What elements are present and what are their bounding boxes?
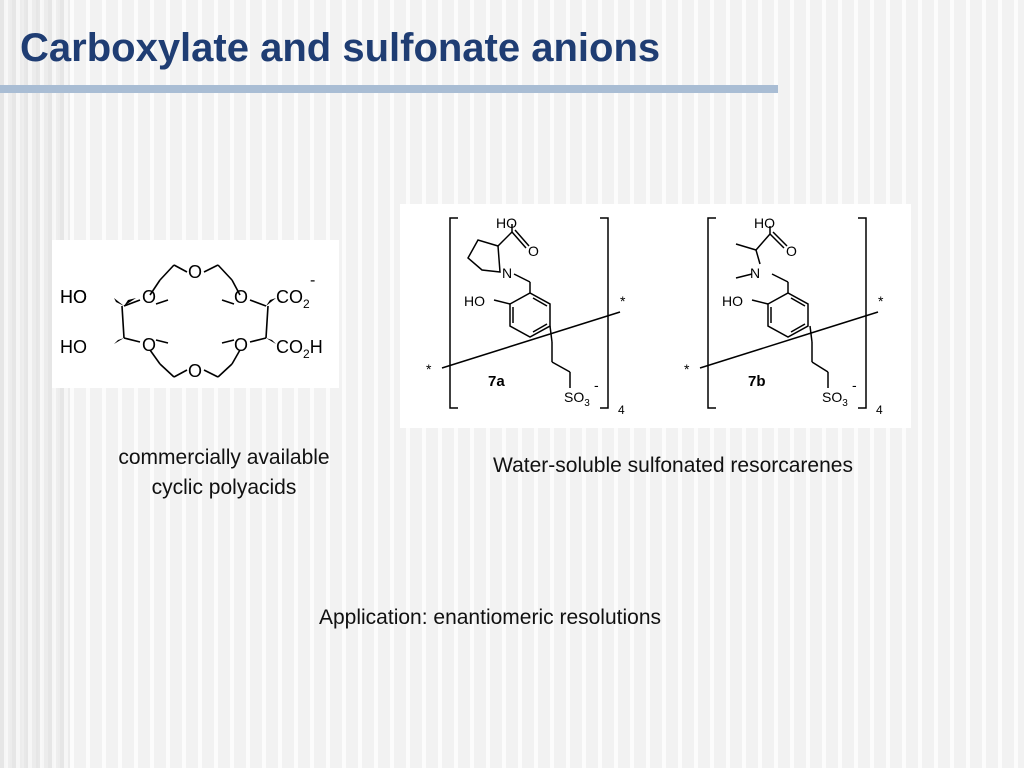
7a-n: N: [502, 265, 512, 281]
crown-left-top-group: HO: [60, 287, 87, 307]
7a-ho-acid: HO: [496, 215, 517, 231]
crown-right-top-minus: -: [310, 272, 315, 289]
crown-right-top-co2: CO2: [276, 287, 310, 311]
7b-star-right: *: [878, 293, 884, 309]
crown-ether-drawing: O O O O O O HOC HO HO CO2 - CO2H: [60, 262, 323, 381]
crown-o-ur: O: [234, 287, 248, 307]
crown-o-ul: O: [142, 287, 156, 307]
7b-o-carbonyl: O: [786, 243, 797, 259]
7b-ho-phenol: HO: [722, 293, 743, 309]
crown-o-top: O: [188, 262, 202, 282]
7b-n: N: [750, 265, 760, 281]
7a-minus: -: [594, 377, 599, 393]
crown-ether-structure: O O O O O O HOC HO HO CO2 - CO2H: [52, 240, 339, 388]
7a-so3: SO3: [564, 389, 590, 409]
7a-ho-phenol: HO: [464, 293, 485, 309]
caption-left-line1: commercially available: [118, 446, 330, 469]
7b-so3: SO3: [822, 389, 848, 409]
7b-minus: -: [852, 377, 857, 393]
caption-left: commercially available cyclic polyacids: [74, 443, 374, 503]
7a-star-right: *: [620, 293, 626, 309]
caption-left-line2: cyclic polyacids: [151, 476, 297, 499]
crown-o-ll: O: [142, 335, 156, 355]
7b-label: 7b: [748, 373, 766, 390]
resorcarene-structures: HO O N HO SO3 - * * 7a 4: [400, 204, 911, 428]
7a-star-left: *: [426, 361, 432, 377]
crown-o-bottom: O: [188, 361, 202, 381]
slide-title: Carboxylate and sulfonate anions: [20, 26, 661, 70]
crown-right-bottom-co2h: CO2H: [276, 337, 323, 361]
7b-star-left: *: [684, 361, 690, 377]
crown-left-top-ho: HOC: [60, 287, 100, 307]
crown-left-bottom-group: HO: [60, 337, 87, 357]
caption-right: Water-soluble sulfonated resorcarenes: [493, 454, 853, 477]
7a-o-carbonyl: O: [528, 243, 539, 259]
title-underline: [0, 85, 778, 93]
7a-label: 7a: [488, 373, 505, 390]
crown-o-lr: O: [234, 335, 248, 355]
caption-bottom: Application: enantiomeric resolutions: [318, 606, 662, 629]
7a-repeat: 4: [618, 403, 625, 417]
7b-ho-acid: HO: [754, 215, 775, 231]
resorcarene-drawing: HO O N HO SO3 - * * 7a 4: [426, 215, 884, 417]
7b-repeat: 4: [876, 403, 883, 417]
